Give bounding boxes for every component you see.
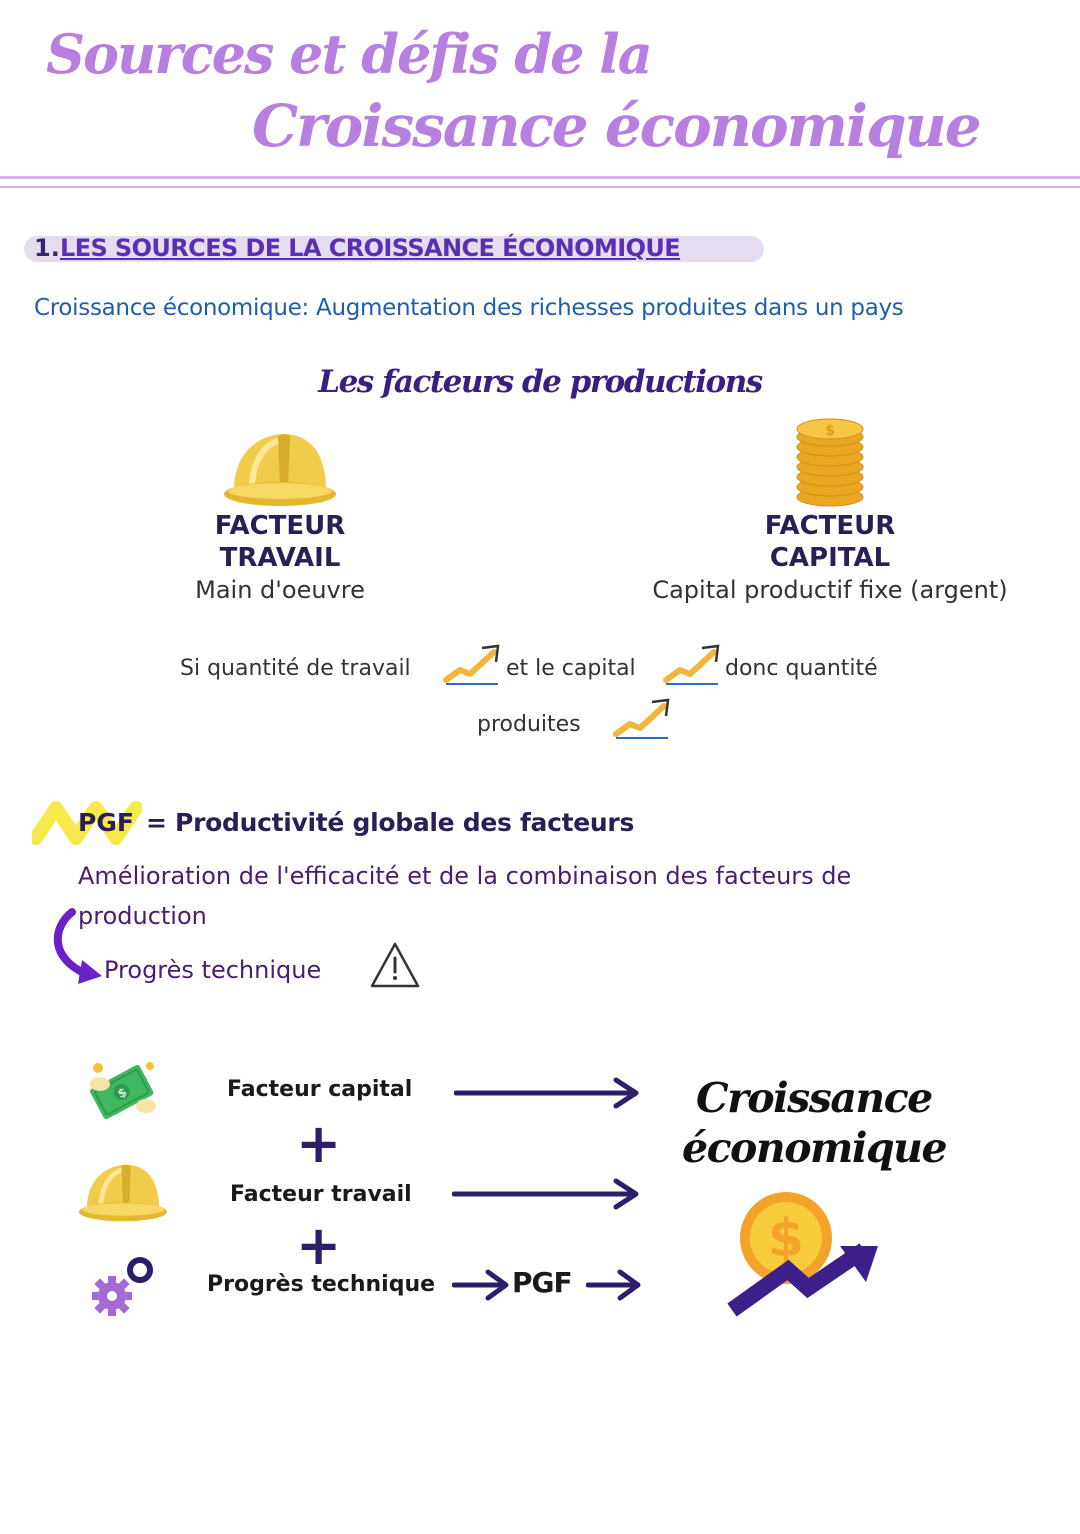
zigzag-highlight xyxy=(32,801,142,845)
facteur-travail-line1: FACTEUR xyxy=(214,511,346,541)
money-icon: $ xyxy=(90,1062,156,1120)
arrow-travail-icon xyxy=(452,1178,639,1210)
facteurs-heading: Les facteurs de productions xyxy=(318,364,763,400)
result-line1: Croissance xyxy=(696,1074,933,1122)
diagram-label-travail: Facteur travail xyxy=(230,1182,412,1207)
facteur-travail-line2: TRAVAIL xyxy=(219,543,341,573)
diagram-label-progres: Progrès technique xyxy=(207,1272,436,1297)
pgf-description: Amélioration de l'efficacité et de la co… xyxy=(78,862,852,930)
arrow-to-pgf-icon xyxy=(452,1269,509,1301)
section-number: 1. xyxy=(34,234,60,262)
title-divider-secondary xyxy=(0,186,1080,188)
warning-icon xyxy=(370,942,420,988)
sentence-part3: donc quantité xyxy=(725,656,878,681)
trend-up-icon xyxy=(663,644,720,685)
facteur-travail-title: FACTEUR TRAVAIL xyxy=(130,510,430,574)
svg-text:$: $ xyxy=(768,1209,804,1269)
trend-up-icon xyxy=(613,698,670,739)
facteur-capital-line2: CAPITAL xyxy=(769,543,891,573)
arrow-from-pgf-icon xyxy=(586,1269,641,1301)
sentence-part2: et le capital xyxy=(506,656,636,681)
page-title-line2: Croissance économique xyxy=(252,92,982,160)
definition-text: Croissance économique: Augmentation des … xyxy=(34,295,904,321)
facteur-capital-title: FACTEUR CAPITAL xyxy=(680,510,980,574)
title-divider xyxy=(0,176,1080,179)
plus-sign: + xyxy=(296,1214,342,1277)
section-title: LES SOURCES DE LA CROISSANCE ÉCONOMIQUE xyxy=(60,234,681,262)
pgf-label: PGF xyxy=(512,1266,573,1299)
hard-hat-icon xyxy=(79,1164,167,1222)
facteur-travail-subtitle: Main d'oeuvre xyxy=(195,576,365,604)
arrow-capital-icon xyxy=(454,1077,639,1109)
dollar-growth-icon: $ xyxy=(727,1192,878,1317)
page-title-line1: Sources et défis de la xyxy=(46,22,653,86)
facteur-capital-line1: FACTEUR xyxy=(764,511,896,541)
plus-sign: + xyxy=(296,1112,342,1175)
curved-arrow-icon xyxy=(53,908,102,984)
svg-text:$: $ xyxy=(825,423,835,439)
hard-hat-icon xyxy=(224,434,336,506)
gears-icon xyxy=(92,1257,153,1316)
coin-stack-icon: $ xyxy=(796,418,864,507)
trend-up-icon xyxy=(443,644,500,685)
sentence-part4: produites xyxy=(477,712,581,737)
facteur-capital-subtitle: Capital productif fixe (argent) xyxy=(652,576,1008,604)
result-line2: économique xyxy=(682,1124,948,1172)
pgf-acronym: PGF xyxy=(78,808,134,837)
sentence-part1: Si quantité de travail xyxy=(180,656,411,681)
section-highlight xyxy=(24,236,764,262)
pgf-definition: = Productivité globale des facteurs xyxy=(146,808,635,837)
diagram-label-capital: Facteur capital xyxy=(227,1077,413,1102)
progres-technique-text: Progrès technique xyxy=(104,956,322,984)
